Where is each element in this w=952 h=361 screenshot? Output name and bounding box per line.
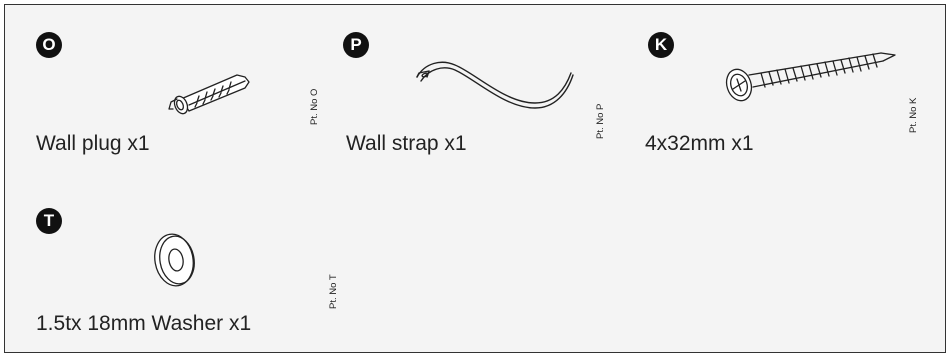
- part-number: Pt. No O: [309, 88, 320, 125]
- wall-strap-icon: [416, 61, 574, 109]
- wall-plug-icon: [168, 74, 250, 115]
- part-label: 4x32mm x1: [645, 132, 754, 155]
- washer-icon: [154, 233, 195, 287]
- part-label: Wall plug x1: [36, 132, 150, 155]
- part-letter-badge: P: [343, 32, 369, 58]
- part-number: Pt. No P: [595, 103, 606, 139]
- part-label: 1.5tx 18mm Washer x1: [36, 312, 252, 335]
- screw-icon: [725, 52, 896, 102]
- part-number: Pt. No K: [908, 97, 919, 133]
- part-letter-badge: T: [36, 208, 62, 234]
- hardware-parts-panel: O Wall plug x1 Pt. No O P: [4, 4, 946, 353]
- part-letter-badge: O: [36, 32, 62, 58]
- part-number: Pt. No T: [328, 274, 339, 309]
- part-letter-badge: K: [648, 32, 674, 58]
- part-label: Wall strap x1: [346, 132, 467, 155]
